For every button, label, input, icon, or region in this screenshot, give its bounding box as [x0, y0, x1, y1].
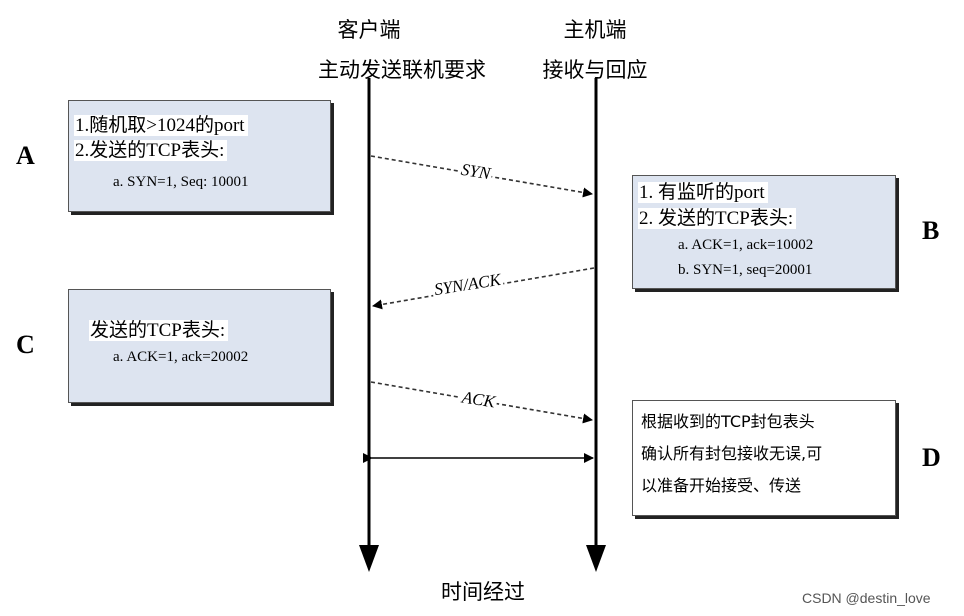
watermark: CSDN @destin_love	[802, 590, 931, 606]
step-b-detail-2: b. SYN=1, seq=20001	[678, 262, 813, 278]
step-c-detail-1: a. ACK=1, ack=20002	[113, 349, 249, 365]
step-a-line-2: 2.发送的TCP表头:	[74, 140, 228, 161]
step-d-box: 根据收到的TCP封包表头 确认所有封包接收无误,可 以准备开始接受、传送	[632, 400, 896, 516]
step-a-letter: A	[16, 141, 35, 170]
step-b-letter: B	[922, 216, 940, 245]
step-a-box: 1.随机取>1024的port 2.发送的TCP表头: a. SYN=1, Se…	[68, 100, 331, 212]
step-b-detail-1: a. ACK=1, ack=10002	[678, 237, 814, 253]
step-a-detail-1: a. SYN=1, Seq: 10001	[113, 174, 249, 190]
step-b-box: 1. 有监听的port 2. 发送的TCP表头: a. ACK=1, ack=1…	[632, 175, 896, 289]
host-title: 主机端	[563, 18, 627, 42]
host-subtitle: 接收与回应	[542, 58, 648, 82]
step-c-letter: C	[16, 330, 35, 359]
step-a-line-1: 1.随机取>1024的port	[74, 115, 248, 136]
step-b-line-2: 2. 发送的TCP表头:	[638, 208, 797, 229]
client-title: 客户端	[337, 18, 401, 42]
step-c-box: 发送的TCP表头: a. ACK=1, ack=20002	[68, 289, 331, 403]
step-d-line-2: 确认所有封包接收无误,可	[641, 444, 823, 463]
step-c-line-1: 发送的TCP表头:	[89, 320, 229, 341]
time-axis-label: 时间经过	[441, 580, 525, 604]
client-timeline-arrowhead	[359, 545, 379, 572]
host-timeline-arrowhead	[586, 545, 606, 572]
step-b-line-1: 1. 有监听的port	[638, 182, 768, 203]
client-subtitle: 主动发送联机要求	[318, 58, 486, 82]
step-d-line-3: 以准备开始接受、传送	[641, 476, 802, 495]
step-d-letter: D	[922, 443, 941, 472]
step-d-line-1: 根据收到的TCP封包表头	[641, 412, 815, 431]
